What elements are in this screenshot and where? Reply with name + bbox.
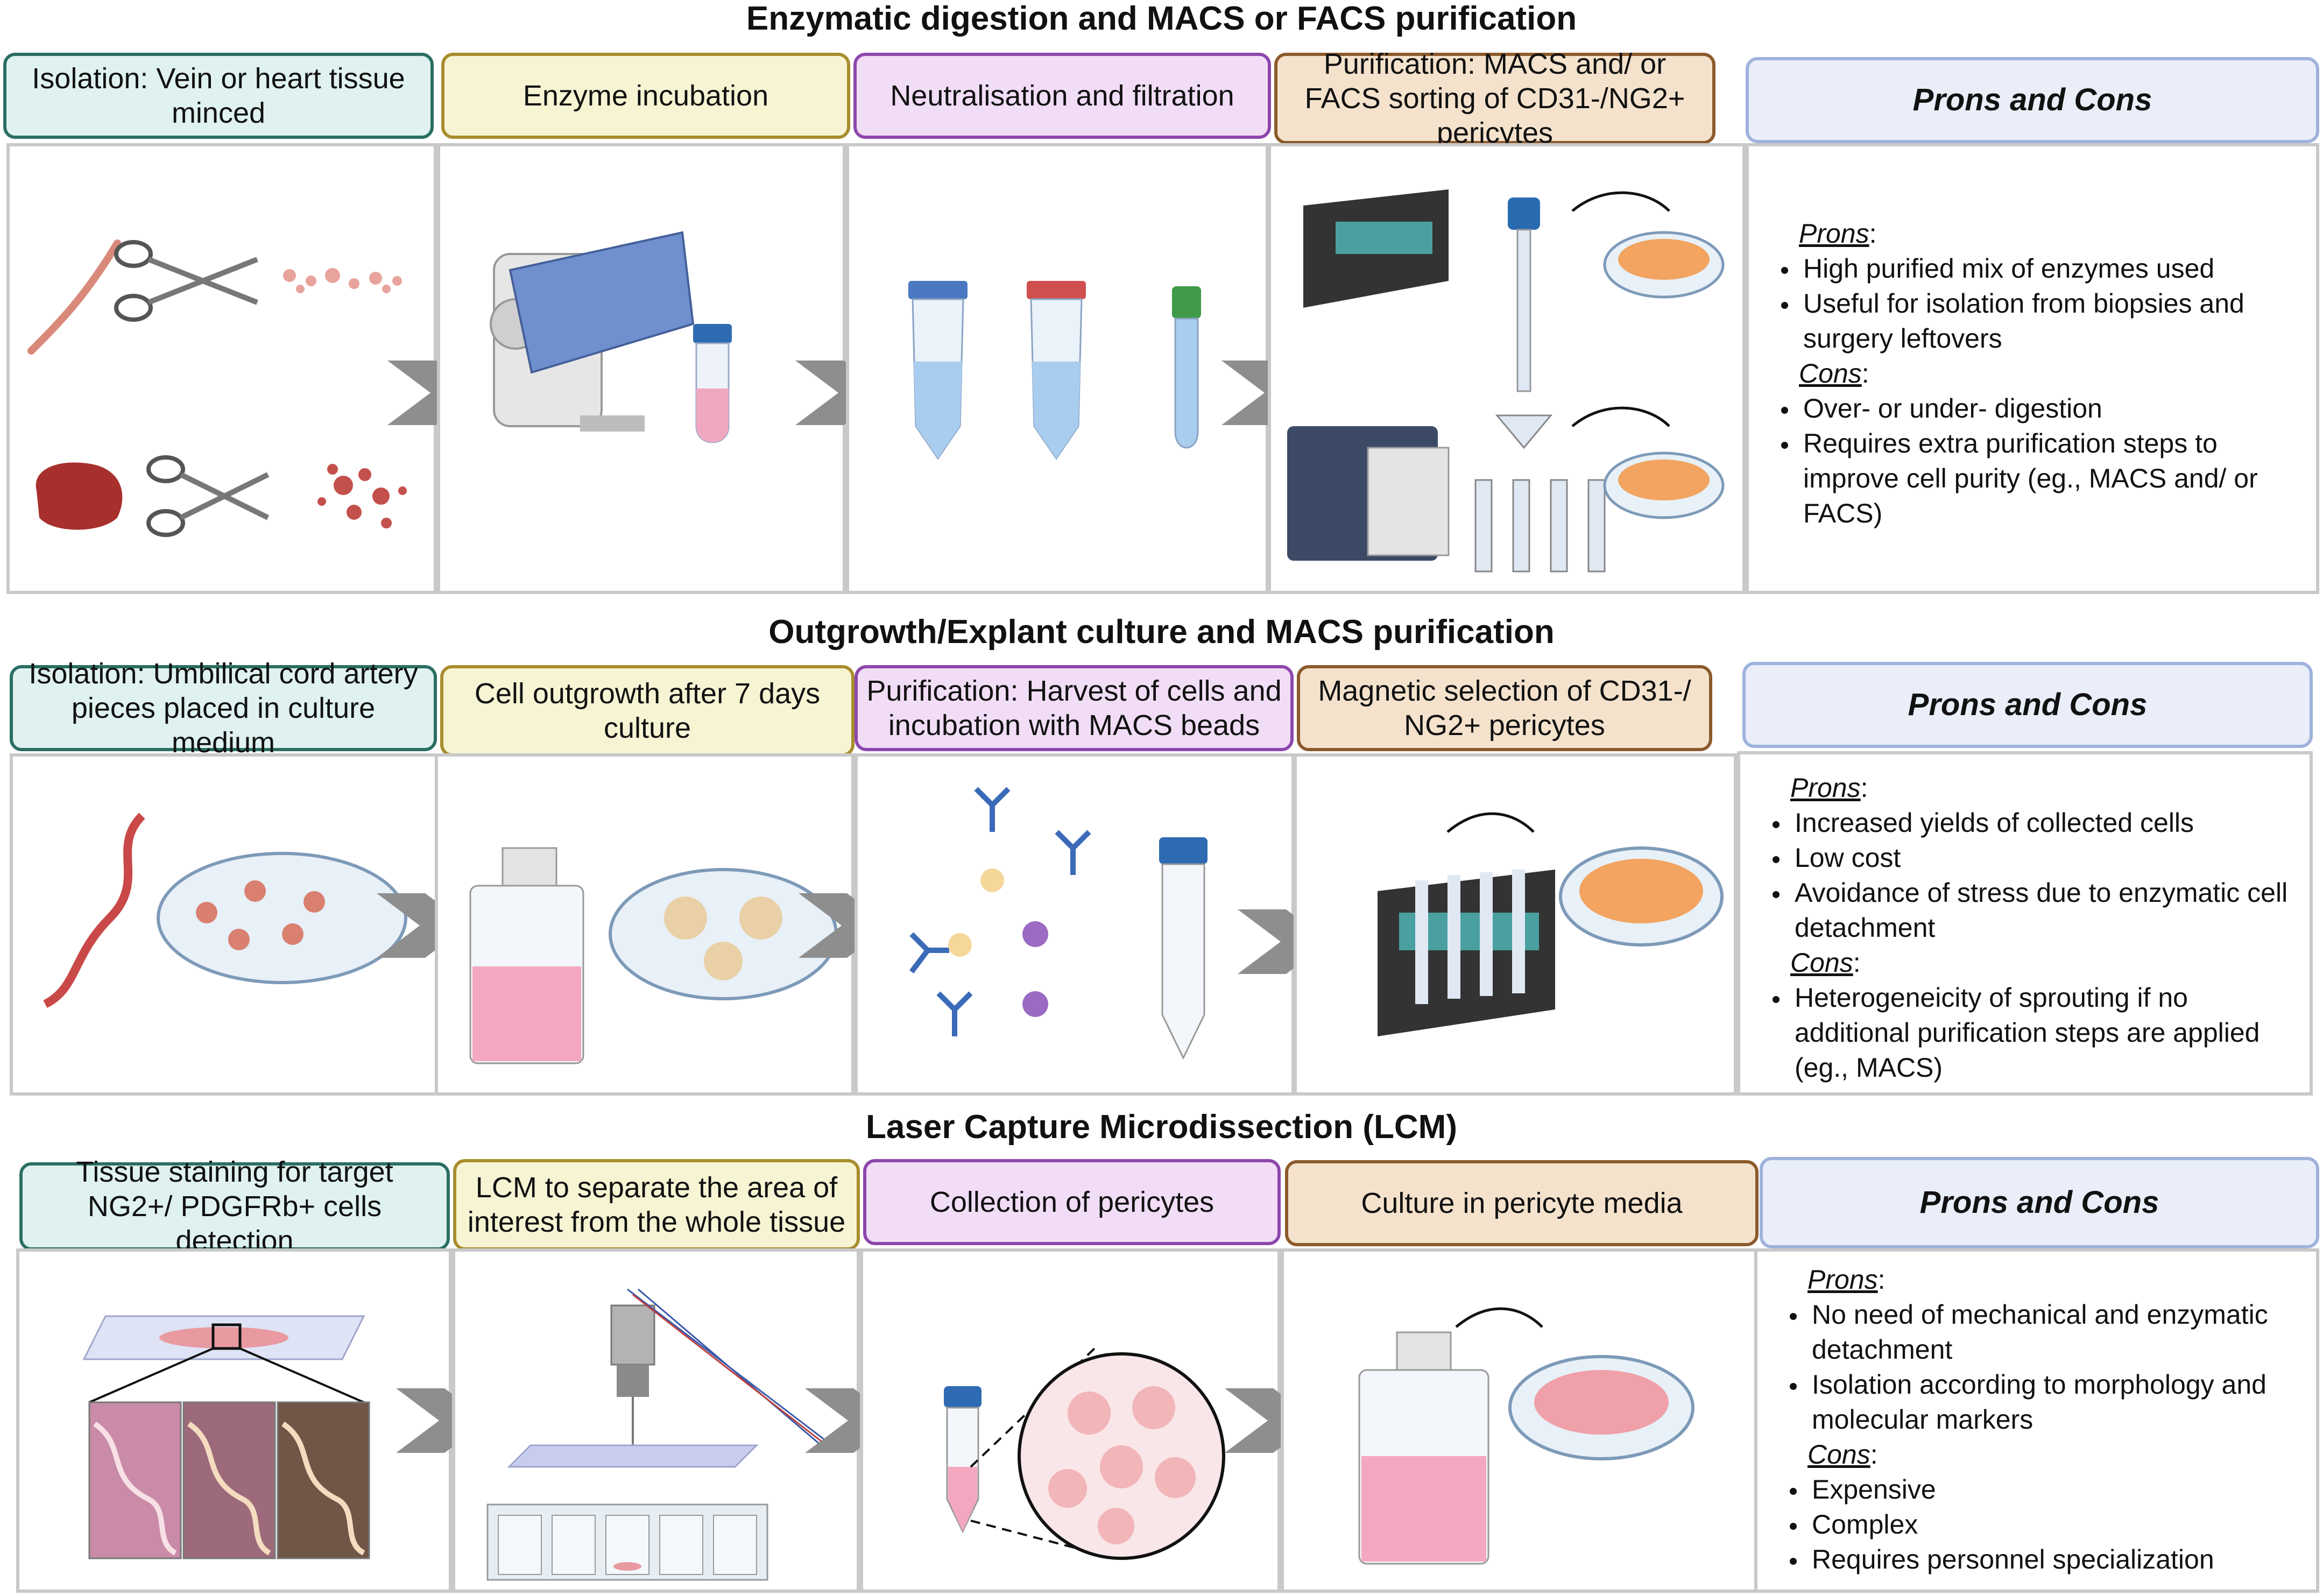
vein-illustration [27,239,121,355]
panel-outgrowth [435,753,855,1096]
facs-sorter-icon [1287,426,1450,561]
list-item: No need of mechanical and enzymatic deta… [1807,1297,2316,1367]
petri-dish-icon [1508,1355,1694,1460]
arrow-icon [1571,406,1670,427]
section-2-title: Outgrowth/Explant culture and MACS purif… [768,613,1555,651]
petri-dish-icon [1603,231,1725,299]
panel-collection [860,1248,1281,1593]
step-header-isolation: Isolation: Umbilical cord artery pieces … [10,658,437,759]
list-item: Heterogeneicity of sprouting if no addit… [1790,980,2310,1085]
list-item: Requires personnel specialization [1807,1542,2316,1577]
column-icon [1508,197,1540,392]
filter-tube-icon [1027,281,1086,460]
step-header-purification: Purification: Harvest of cells and incub… [855,665,1294,751]
sorting-tubes-icon [1474,414,1606,573]
prons-label: Prons [1807,1265,1878,1295]
macs-separator-icon [1303,189,1449,308]
filter-tube-icon [908,281,968,460]
section-1-title: Enzymatic digestion and MACS or FACS pur… [746,0,1577,37]
prons-cons-list: Prons: Increased yields of collected cel… [1740,771,2310,1085]
list-item: Over- or under- digestion [1799,391,2316,426]
step-header-isolation: Isolation: Vein or heart tissue minced [3,53,434,139]
heart-tissue-illustration [36,462,123,530]
arrow-icon [1571,191,1670,212]
prons-cons-header: Prons and Cons [1742,662,2313,748]
cons-label: Cons [1807,1439,1870,1470]
stained-tissue-images [88,1401,370,1559]
list-item: High purified mix of enzymes used [1799,251,2316,286]
prons-cons-list: Prons: High purified mix of enzymes used… [1749,216,2316,531]
prons-label: Prons [1790,773,1861,803]
prons-cons-box-2: Prons: Increased yields of collected cel… [1737,751,2313,1096]
culture-flask-icon [469,847,584,1064]
panel-magnetic-selection [1294,753,1737,1096]
umbilical-cord-illustration [43,813,145,1008]
panel-culture [1281,1248,1761,1593]
list-item: Low cost [1790,841,2310,875]
laser-beam [627,1288,832,1446]
panel-neutralisation [846,143,1269,594]
list-item: Expensive [1807,1472,2316,1507]
cons-label: Cons [1799,358,1862,389]
panel-macs-facs [1268,143,1746,594]
step-header-outgrowth: Cell outgrowth after 7 days culture [440,665,855,757]
step-header-neutralisation: Neutralisation and filtration [853,53,1271,139]
petri-dish-icon [1559,846,1724,947]
slide-icon [507,1444,759,1468]
antibody-icon [909,787,1091,1036]
culture-flask-icon [1358,1331,1489,1565]
list-item: Avoidance of stress due to enzymatic cel… [1790,875,2310,945]
prons-cons-box-1: Prons: High purified mix of enzymes used… [1746,143,2319,594]
section-3-title: Laser Capture Microdissection (LCM) [866,1108,1457,1146]
rotator-icon [490,231,695,432]
prons-label: Prons [1799,218,1869,249]
scissors-icon [146,455,270,537]
minced-tissue-illustration [317,464,407,528]
step-header-tissue-staining: Tissue staining for target NG2+/ PDGFRb+… [19,1156,450,1257]
panel-lcm [452,1248,860,1593]
step-header-collection: Collection of pericytes [863,1159,1281,1245]
step-header-enzyme: Enzyme incubation [441,53,850,139]
tube-icon [1172,286,1201,449]
cells-zoom-icon [1018,1352,1225,1560]
panel-tissue-staining [16,1248,452,1593]
panel-macs-beads [855,753,1295,1096]
scissors-icon [114,240,258,322]
petri-dish-icon [609,868,838,1000]
list-item: Useful for isolation from biopsies and s… [1799,286,2316,356]
panel-enzyme-incubation [437,143,846,594]
prons-cons-box-3: Prons: No need of mechanical and enzymat… [1754,1248,2319,1593]
tube-icon [693,324,732,443]
tube-icon [944,1386,982,1534]
prons-cons-header: Prons and Cons [1746,57,2319,143]
panel-tissue-mincing [6,143,437,594]
petri-dish-icon [157,852,407,984]
step-header-magnetic-selection: Magnetic selection of CD31-/ NG2+ pericy… [1297,665,1712,751]
list-item: Isolation according to morphology and mo… [1807,1367,2316,1437]
arrow-icon [1455,1307,1543,1328]
petri-dish-icon [1603,451,1725,519]
minced-tissue-illustration [283,268,402,293]
step-header-lcm: LCM to separate the area of interest fro… [453,1159,860,1251]
macs-separator-icon [1378,870,1555,1036]
step-header-purification: Purification: MACS and/ or FACS sorting … [1274,48,1715,149]
prons-cons-header: Prons and Cons [1760,1157,2319,1248]
list-item: Requires extra purification steps to imp… [1799,426,2316,531]
collection-plate-icon [486,1503,768,1581]
prons-cons-list: Prons: No need of mechanical and enzymat… [1757,1262,2316,1577]
arrow-icon [1446,812,1535,833]
step-header-culture: Culture in pericyte media [1285,1160,1759,1246]
list-item: Complex [1807,1507,2316,1542]
tube-icon [1159,837,1208,1060]
microscope-objective-icon [610,1304,655,1451]
cell-icon [948,868,1048,1017]
panel-cord-pieces [10,753,438,1096]
cons-label: Cons [1790,948,1853,978]
list-item: Increased yields of collected cells [1790,806,2310,841]
